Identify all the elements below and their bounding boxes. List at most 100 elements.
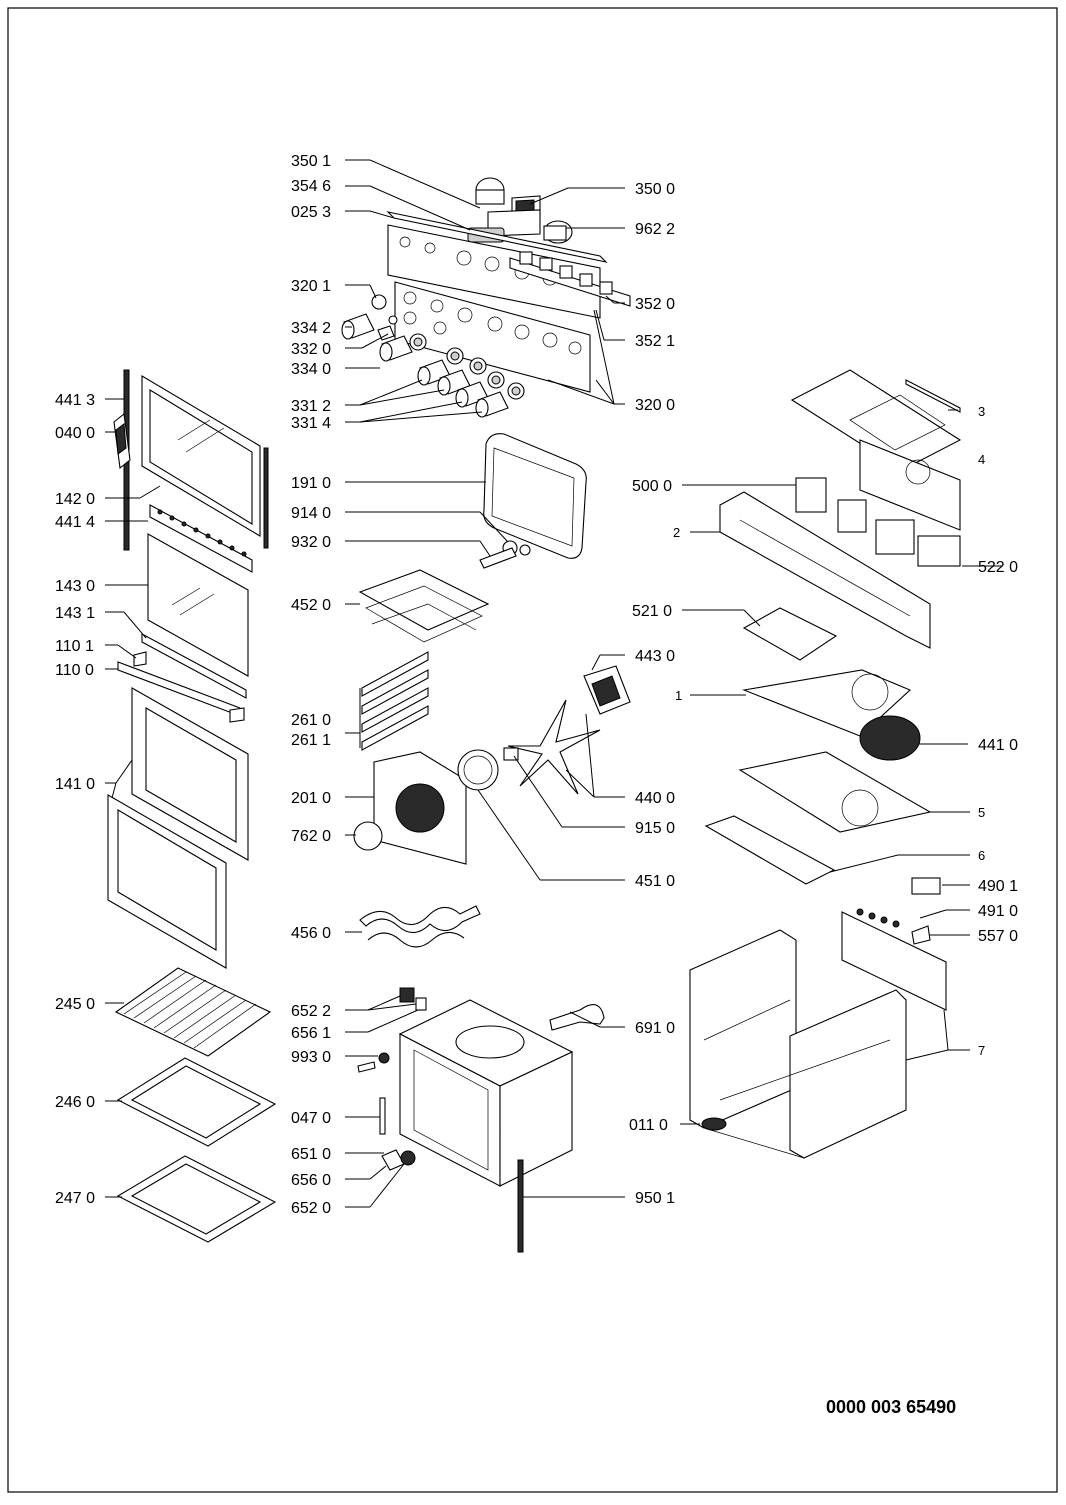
terminal-cover-part (911, 877, 941, 895)
callout-245-0: 245 0 (55, 996, 95, 1013)
callout-246-0: 246 0 (55, 1094, 95, 1111)
bezel-ring-part (371, 294, 387, 310)
callout-040-0: 040 0 (55, 425, 95, 442)
oven-housing-right-part (789, 989, 907, 1159)
callout-352-1: 352 1 (635, 333, 675, 350)
callout-334-2: 334 2 (291, 320, 331, 337)
bottom-strip-part (517, 1159, 524, 1253)
door-side-trim-right-part (263, 447, 269, 549)
callout-247-0: 247 0 (55, 1190, 95, 1207)
page-border (7, 7, 1058, 1493)
callout-656-0: 656 0 (291, 1172, 331, 1189)
callout-7: 7 (978, 1043, 985, 1058)
document-number: 0000 003 65490 (826, 1397, 956, 1417)
fan-cover-plate-part (353, 821, 383, 851)
screw-part (357, 1061, 376, 1073)
bracket-part (905, 379, 961, 413)
rear-panel-part (841, 911, 947, 1011)
callout-4: 4 (978, 452, 985, 467)
callout-993-0: 993 0 (291, 1049, 331, 1066)
switch-part (795, 477, 827, 513)
inner-glass-part (147, 533, 249, 677)
cable-clamp-part (911, 925, 931, 945)
callout-201-0: 201 0 (291, 790, 331, 807)
callout-5: 5 (978, 805, 985, 820)
callout-932-0: 932 0 (291, 534, 331, 551)
callout-011-0: 011 0 (629, 1117, 668, 1134)
callout-962-2: 962 2 (635, 221, 675, 238)
callout-261-0: 261 0 (291, 712, 331, 729)
glass-clip-part (133, 651, 147, 667)
callout-331-2: 331 2 (291, 398, 331, 415)
leader-lines (105, 159, 1002, 1208)
insulation-plate-part (741, 669, 912, 737)
fan-grille-part (395, 783, 445, 833)
callout-950-1: 950 1 (635, 1190, 675, 1207)
callout-191-0: 191 0 (291, 475, 331, 492)
thermostat-part (399, 987, 415, 1003)
side-rack-part (361, 651, 429, 751)
callout-651-0: 651 0 (291, 1146, 331, 1163)
callout-441-4: 441 4 (55, 514, 95, 531)
callout-143-0: 143 0 (55, 578, 95, 595)
foot-part (701, 1117, 727, 1131)
motor-cover-part (859, 715, 921, 761)
electronic-board-part (742, 607, 838, 661)
callout-320-1: 320 1 (291, 278, 331, 295)
callout-334-0: 334 0 (291, 361, 331, 378)
control-panel-group (341, 177, 631, 418)
callout-143-1: 143 1 (55, 605, 95, 622)
callout-142-0: 142 0 (55, 491, 95, 508)
callout-441-3: 441 3 (55, 392, 95, 409)
strip-part (386, 211, 608, 263)
fixing-nut-part (378, 1052, 390, 1064)
callout-110-1: 110 1 (55, 638, 94, 655)
callout-490-1: 490 1 (978, 878, 1018, 895)
callout-2: 2 (673, 525, 680, 540)
callout-354-6: 354 6 (291, 178, 331, 195)
knob-parts (341, 313, 525, 418)
relay-board-part (875, 519, 915, 555)
callout-440-0: 440 0 (635, 790, 675, 807)
callout-443-0: 443 0 (635, 648, 675, 665)
grill-rack-part (358, 569, 490, 631)
callout-1: 1 (675, 688, 682, 703)
lamp-holder-part (479, 547, 517, 569)
callout-915-0: 915 0 (635, 820, 675, 837)
callout-6: 6 (978, 848, 985, 863)
probe-socket-part (549, 1004, 605, 1031)
oven-cavity-side-part (499, 1051, 573, 1187)
door-assembly-group (107, 369, 269, 969)
callout-320-0: 320 0 (635, 397, 675, 414)
knob-cap-body-part (475, 189, 505, 205)
accessories-group (114, 967, 277, 1243)
callout-557-0: 557 0 (978, 928, 1018, 945)
callout-labels: 350 1 354 6 025 3 320 1 334 2 332 0 334 … (55, 153, 1018, 1217)
callout-110-0: 110 0 (55, 662, 94, 679)
base-plate-part (738, 751, 932, 833)
grill-element-part (359, 905, 481, 934)
glass-support-part (141, 633, 247, 699)
callout-261-1: 261 1 (291, 732, 331, 749)
callout-521-0: 521 0 (632, 603, 672, 620)
callout-452-0: 452 0 (291, 597, 331, 614)
callout-332-0: 332 0 (291, 341, 331, 358)
callout-456-0: 456 0 (291, 925, 331, 942)
rear-cover-part (859, 439, 961, 531)
callout-350-1: 350 1 (291, 153, 331, 170)
callout-491-0: 491 0 (978, 903, 1018, 920)
fan-motor-group (503, 665, 631, 795)
callout-141-0: 141 0 (55, 776, 95, 793)
callout-652-0: 652 0 (291, 1200, 331, 1217)
oven-housing-left-part (689, 929, 797, 1129)
callout-691-0: 691 0 (635, 1020, 675, 1037)
callout-331-4: 331 4 (291, 415, 331, 432)
callout-762-0: 762 0 (291, 828, 331, 845)
wire-shelf-part (114, 967, 272, 1057)
door-seal-part (483, 433, 587, 559)
callout-451-0: 451 0 (635, 873, 675, 890)
callout-3: 3 (978, 404, 985, 419)
casing-group (689, 369, 962, 1159)
callout-352-0: 352 0 (635, 296, 675, 313)
